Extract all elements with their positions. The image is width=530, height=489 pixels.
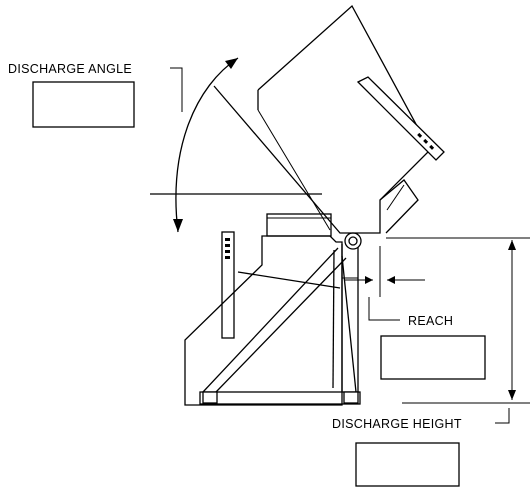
left-side-plate bbox=[221, 231, 235, 339]
reach-label: REACH bbox=[408, 314, 453, 328]
reach-dimension bbox=[345, 246, 425, 321]
discharge-angle-label: DISCHARGE ANGLE bbox=[8, 62, 132, 76]
base-frame bbox=[184, 213, 361, 406]
discharge-angle-indicator bbox=[150, 57, 322, 233]
reach-value-box bbox=[380, 335, 486, 380]
discharge-height-label: DISCHARGE HEIGHT bbox=[332, 417, 462, 431]
discharge-angle-value-box bbox=[32, 81, 135, 128]
discharge-height-dimension bbox=[386, 237, 530, 424]
tilted-hopper bbox=[213, 4, 445, 234]
pivot-joint bbox=[344, 232, 362, 250]
discharge-height-value-box bbox=[355, 442, 460, 487]
